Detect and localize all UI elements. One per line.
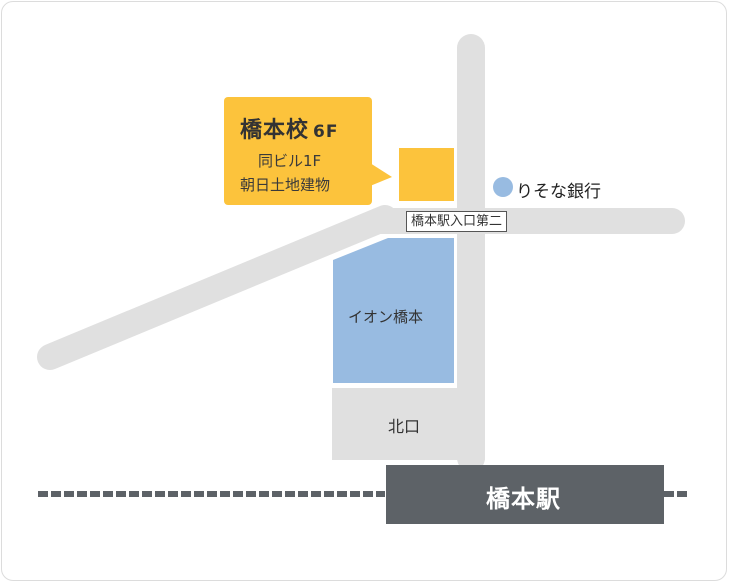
north-exit-area <box>332 388 485 460</box>
aeon-label: イオン橋本 <box>348 308 424 326</box>
entrance-label: 橋本駅入口第二 <box>406 211 508 232</box>
aeon-building <box>333 238 454 383</box>
school-floor: 6F <box>313 122 339 142</box>
station-label: 橋本駅 <box>486 485 561 513</box>
north-exit-label: 北口 <box>388 417 421 436</box>
callout-pointer <box>370 163 392 186</box>
building-floor-note: 同ビル1F <box>258 152 322 170</box>
diagonal-road <box>37 205 398 370</box>
bank-marker-icon <box>493 177 513 197</box>
school-building <box>399 148 454 201</box>
station-building <box>386 465 664 524</box>
callout-box <box>224 97 372 205</box>
bank-label: りそな銀行 <box>516 182 601 202</box>
building-name: 朝日土地建物 <box>240 176 331 194</box>
